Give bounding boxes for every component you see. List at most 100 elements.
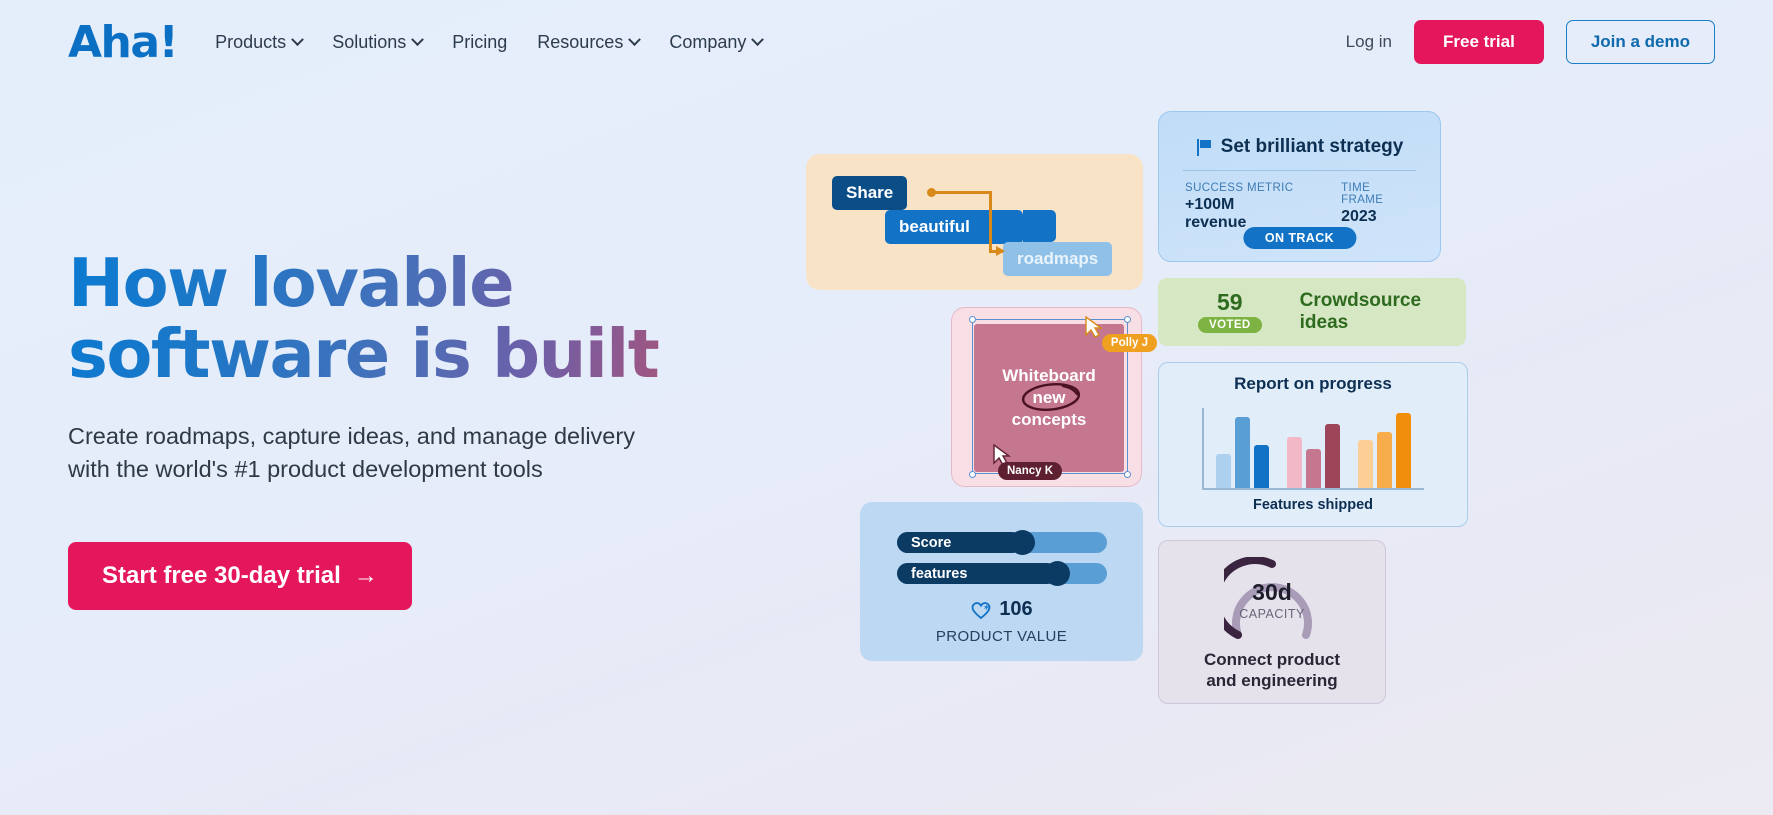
- time-frame-value: 2023: [1341, 208, 1377, 225]
- selection-handle-bottom-left[interactable]: [969, 471, 976, 478]
- strategy-metrics: SUCCESS METRIC +100M revenue TIME FRAME …: [1159, 171, 1440, 232]
- bar-b3: [1254, 445, 1269, 488]
- voted-badge: VOTED: [1198, 317, 1262, 333]
- nav-item-products[interactable]: Products: [215, 31, 305, 53]
- cursor-pointer-icon-polly: [1085, 316, 1104, 338]
- report-title: Report on progress: [1234, 374, 1392, 393]
- capacity-title-line-2: and engineering: [1206, 671, 1338, 691]
- flag-icon: [1196, 138, 1211, 156]
- header-actions: Log in Free trial Join a demo: [1346, 0, 1715, 84]
- whiteboard-card: Whiteboard new concepts Polly J Nancy K: [951, 307, 1157, 487]
- hero-title: How lovable software is built: [68, 248, 788, 390]
- bar-b9: [1396, 412, 1411, 488]
- cta-label: Start free 30-day trial: [102, 561, 341, 589]
- selection-handle-top-right[interactable]: [1124, 316, 1131, 323]
- bar-chart: [1202, 408, 1424, 490]
- nav-item-solutions[interactable]: Solutions: [332, 31, 425, 53]
- cursor-label-polly: Polly J: [1101, 334, 1157, 352]
- strategy-title-row: Set brilliant strategy: [1159, 112, 1440, 158]
- vote-count-block: 59 VOTED: [1198, 291, 1262, 333]
- chevron-down-icon: [628, 32, 642, 46]
- site-header: Aha! Products Solutions Pricing Resource…: [0, 0, 1773, 84]
- capacity-card: 30d CAPACITY Connect product and enginee…: [1158, 540, 1386, 704]
- features-slider-label: features: [911, 565, 968, 582]
- start-free-trial-button[interactable]: Start free 30-day trial →: [68, 541, 412, 610]
- divider: [1183, 170, 1416, 171]
- report-card: Report on progress Features shipped: [1158, 362, 1468, 527]
- arrow-right-icon: →: [353, 561, 378, 589]
- mindmap-node-roadmaps[interactable]: roadmaps: [1003, 242, 1113, 276]
- hero-section: How lovable software is built Create roa…: [68, 248, 788, 610]
- nav-item-resources[interactable]: Resources: [537, 31, 642, 53]
- svg-text:*: *: [984, 604, 990, 615]
- nav-label: Solutions: [332, 31, 407, 52]
- capacity-label: CAPACITY: [1239, 607, 1305, 621]
- strategy-title: Set brilliant strategy: [1220, 136, 1404, 157]
- hero-title-line-2: software is built: [68, 315, 659, 394]
- vote-count: 59: [1217, 289, 1243, 315]
- bar-b8: [1377, 432, 1392, 488]
- nav-label: Products: [215, 31, 287, 52]
- product-value-row: * 106: [860, 598, 1143, 621]
- nav-label: Resources: [537, 31, 624, 52]
- time-frame-block: TIME FRAME 2023: [1341, 182, 1414, 232]
- chevron-down-icon: [751, 32, 765, 46]
- capacity-gauge: 30d CAPACITY: [1211, 556, 1320, 643]
- aha-logo[interactable]: Aha!: [68, 16, 179, 68]
- hero-subtitle: Create roadmaps, capture ideas, and mana…: [68, 420, 728, 487]
- chevron-down-icon: [291, 32, 305, 46]
- success-metric-label: SUCCESS METRIC: [1185, 182, 1294, 194]
- score-card: Score features * 106 PRODUCT VALUE: [860, 502, 1143, 661]
- mindmap-node-beautiful-extension: [1023, 210, 1056, 242]
- hero-sub-line-1: Create roadmaps, capture ideas, and mana…: [68, 423, 635, 450]
- product-value-label: PRODUCT VALUE: [935, 628, 1068, 645]
- selection-handle-top-left[interactable]: [969, 316, 976, 323]
- free-trial-button[interactable]: Free trial: [1414, 20, 1544, 64]
- chart-x-label: Features shipped: [1252, 497, 1374, 513]
- features-slider-thumb[interactable]: [1045, 561, 1070, 586]
- score-slider-fill[interactable]: Score: [897, 532, 1022, 553]
- whiteboard-line-2: new: [1032, 388, 1066, 408]
- mindmap-node-share[interactable]: Share: [832, 176, 908, 210]
- strategy-card: Set brilliant strategy SUCCESS METRIC +1…: [1158, 111, 1441, 262]
- bar-b1: [1216, 453, 1231, 488]
- capacity-title-line-1: Connect product: [1204, 650, 1340, 669]
- circle-scribble-icon: [1022, 383, 1081, 412]
- login-link[interactable]: Log in: [1345, 32, 1392, 51]
- heart-score-icon: *: [971, 601, 991, 619]
- bar-b7: [1358, 440, 1373, 488]
- status-badge: ON TRACK: [1242, 227, 1357, 249]
- nav-item-pricing[interactable]: Pricing: [452, 32, 507, 53]
- whiteboard-shape[interactable]: Whiteboard new concepts: [974, 324, 1124, 472]
- capacity-title: Connect product and engineering: [1159, 649, 1385, 692]
- success-metric-value: +100M revenue: [1185, 196, 1247, 231]
- nav-label: Company: [669, 31, 747, 52]
- bar-b5: [1306, 448, 1321, 488]
- success-metric-block: SUCCESS METRIC +100M revenue: [1185, 182, 1297, 232]
- whiteboard-line-1: Whiteboard: [1002, 366, 1096, 386]
- score-slider-track[interactable]: Score: [897, 530, 1107, 555]
- bar-b4: [1287, 437, 1302, 488]
- hero-title-line-1: How lovable: [68, 244, 514, 322]
- mindmap-connector-dot: [927, 188, 936, 197]
- features-slider-track[interactable]: features: [897, 561, 1107, 586]
- join-demo-button[interactable]: Join a demo: [1565, 20, 1715, 64]
- mindmap-arrowhead-icon: [996, 246, 1005, 256]
- whiteboard-line-3: concepts: [1011, 409, 1087, 429]
- crowdsource-label: Crowdsource ideas: [1299, 290, 1422, 333]
- cursor-label-nancy: Nancy K: [998, 462, 1063, 480]
- mindmap-connector-horizontal: [935, 191, 992, 194]
- mindmap-node-beautiful[interactable]: beautiful: [885, 210, 1023, 244]
- bar-b2: [1235, 417, 1250, 488]
- nav-item-company[interactable]: Company: [669, 31, 765, 53]
- main-nav: Products Solutions Pricing Resources Com…: [215, 31, 765, 53]
- time-frame-label: TIME FRAME: [1341, 182, 1384, 206]
- selection-handle-bottom-right[interactable]: [1124, 471, 1131, 478]
- mindmap-connector-vertical: [989, 191, 992, 253]
- hero-sub-line-2: with the world's #1 product development …: [68, 456, 543, 483]
- chevron-down-icon: [411, 32, 425, 46]
- nav-label: Pricing: [452, 31, 508, 52]
- features-slider-fill[interactable]: features: [897, 563, 1057, 584]
- capacity-value: 30d: [1252, 579, 1292, 605]
- score-slider-thumb[interactable]: [1010, 530, 1035, 555]
